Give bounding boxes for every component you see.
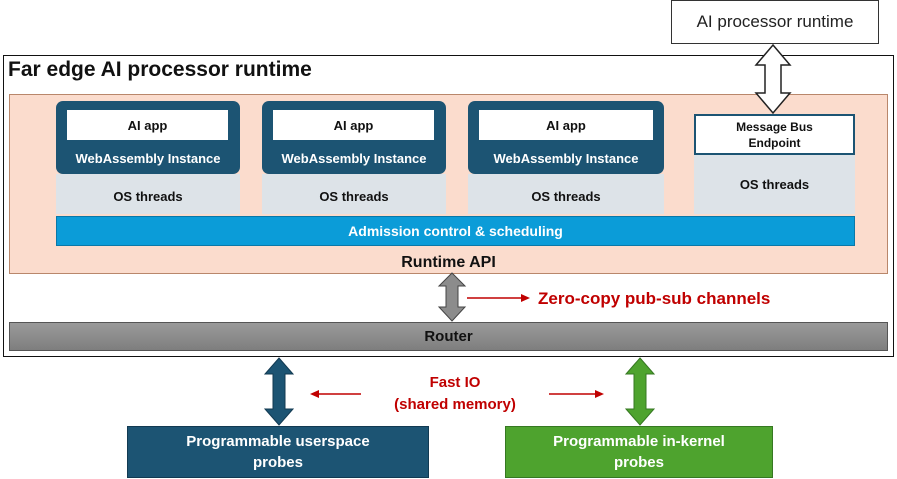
os-threads-label-2: OS threads (319, 188, 389, 204)
fast-io-right-pointer-head (595, 390, 604, 398)
kernel-double-arrow (624, 357, 656, 426)
message-bus-double-arrow (754, 43, 792, 115)
kernel-probes-line1: Programmable in-kernel (553, 433, 725, 450)
userspace-double-arrow (263, 357, 295, 426)
runtime-router-double-arrow (437, 272, 467, 322)
fast-io-annotation: Fast IO (shared memory) (360, 372, 550, 416)
fast-io-left-pointer-head (310, 390, 319, 398)
zero-copy-pointer-head (521, 294, 530, 302)
webassembly-instance-label-3: WebAssembly Instance (493, 151, 639, 166)
webassembly-instance-label-1: WebAssembly Instance (75, 151, 221, 166)
router-label: Router (424, 328, 473, 345)
ai-app-label-1: AI app (127, 117, 168, 133)
kernel-probes-box: Programmable in-kernel probes (505, 426, 773, 478)
userspace-probes-line2: probes (252, 454, 303, 471)
admission-control-bar: Admission control & scheduling (56, 216, 855, 246)
far-edge-runtime-title: Far edge AI processor runtime (8, 58, 312, 81)
external-runtime-label: AI processor runtime (696, 12, 854, 31)
runtime-api-label: Runtime API (401, 254, 496, 271)
os-threads-box-3: OS threads (468, 174, 664, 214)
admission-control-label: Admission control & scheduling (348, 223, 563, 239)
webassembly-instance-card-1: AI app WebAssembly Instance (56, 101, 240, 174)
os-threads-box-1: OS threads (56, 174, 240, 214)
message-bus-label: Message Bus (736, 119, 813, 134)
userspace-probes-line1: Programmable userspace (186, 433, 370, 450)
ai-app-box-2: AI app (273, 110, 434, 140)
ai-app-box-3: AI app (479, 110, 653, 140)
kernel-probes-line2: probes (613, 454, 664, 471)
message-bus-endpoint-label: Endpoint (748, 135, 801, 150)
fast-io-label: Fast IO (429, 374, 481, 391)
webassembly-instance-label-2: WebAssembly Instance (281, 151, 427, 166)
os-threads-label-1: OS threads (113, 188, 183, 204)
external-runtime-box: AI processor runtime (671, 0, 879, 44)
webassembly-instance-card-2: AI app WebAssembly Instance (262, 101, 446, 174)
ai-app-box-1: AI app (67, 110, 228, 140)
shared-memory-label: (shared memory) (394, 396, 516, 413)
userspace-probes-box: Programmable userspace probes (127, 426, 429, 478)
os-threads-label-4: OS threads (739, 177, 810, 192)
os-threads-label-3: OS threads (531, 188, 601, 204)
ai-app-label-3: AI app (546, 117, 586, 133)
ai-app-label-2: AI app (333, 117, 374, 133)
message-bus-endpoint-box: Message Bus Endpoint (694, 114, 855, 155)
webassembly-instance-card-3: AI app WebAssembly Instance (468, 101, 664, 174)
os-threads-box-2: OS threads (262, 174, 446, 214)
zero-copy-label: Zero-copy pub-sub channels (538, 289, 771, 308)
router-bar: Router (9, 322, 888, 351)
os-threads-box-4: OS threads (694, 155, 855, 214)
